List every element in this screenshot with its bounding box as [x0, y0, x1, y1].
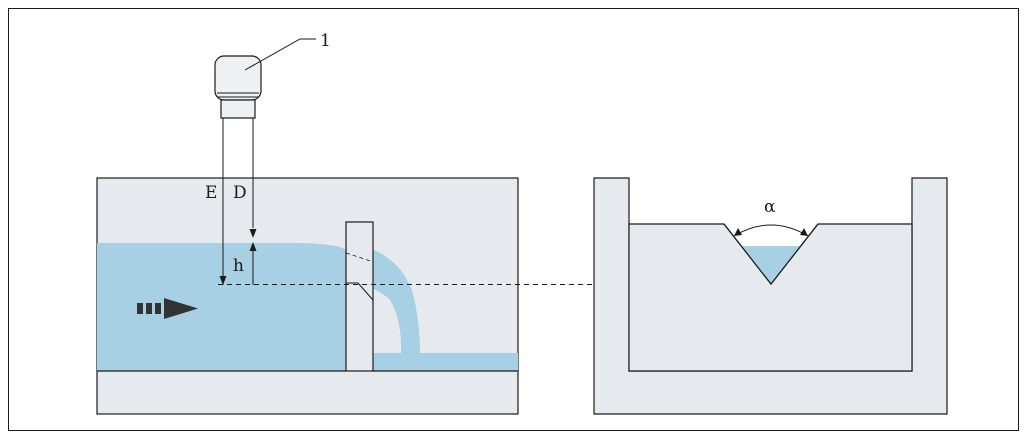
- notch-water: [741, 246, 801, 284]
- notch-angle-arc: [733, 224, 809, 237]
- label-alpha: α: [764, 197, 776, 217]
- weir-side-section: [96, 177, 519, 415]
- v-notch-edge: [723, 223, 819, 285]
- upstream-water: [97, 243, 346, 371]
- callout-number: 1: [320, 31, 331, 51]
- label-h: h: [233, 256, 244, 276]
- head-h: h: [233, 242, 257, 285]
- label-D: D: [233, 183, 247, 203]
- distance-D: D: [233, 183, 257, 238]
- downstream-water: [373, 353, 518, 371]
- weir-crest-bevel: [357, 282, 374, 301]
- distance-E: E: [205, 183, 227, 285]
- label-E: E: [205, 183, 217, 203]
- callout-1: 1: [244, 31, 331, 71]
- nappe-hidden-edge: [345, 252, 374, 263]
- v-notch-weir-front-view: α: [593, 177, 948, 415]
- sensor-neck: [220, 99, 256, 119]
- flow-direction-arrow: [137, 298, 198, 319]
- weir-plate: [345, 221, 374, 372]
- figure-border: [8, 8, 1019, 431]
